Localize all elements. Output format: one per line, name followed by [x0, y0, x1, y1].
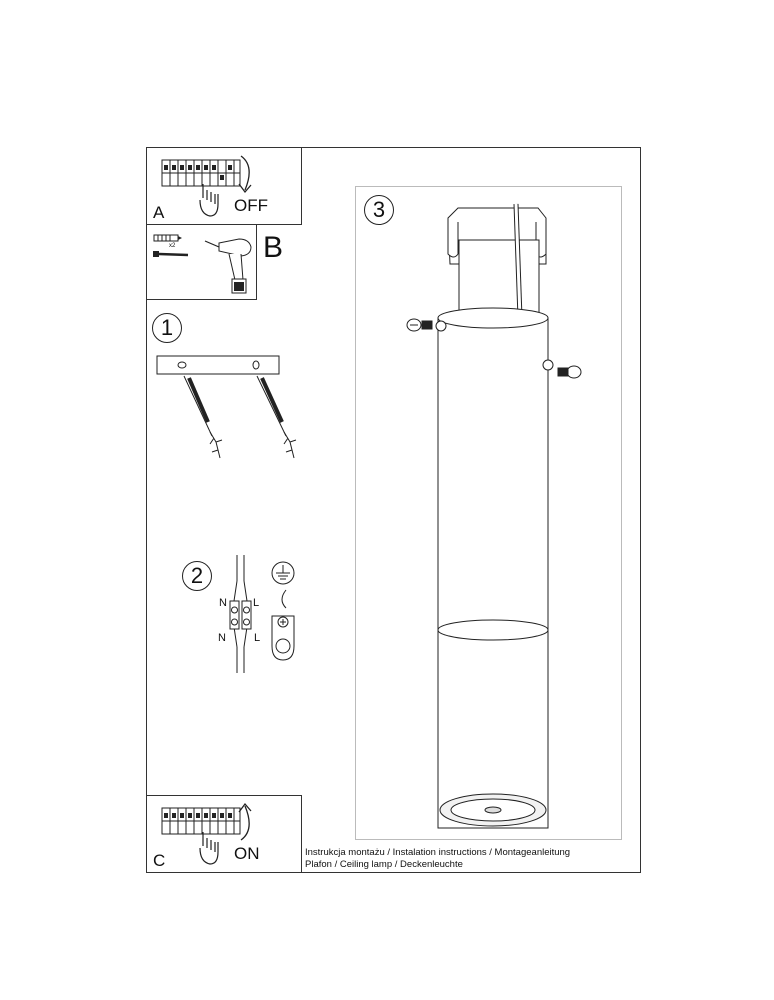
step-1-badge: 1	[152, 313, 182, 343]
arrow-icon	[238, 802, 252, 841]
ground-symbol-icon	[271, 561, 295, 661]
panel-a-letter: A	[153, 203, 165, 222]
off-label: OFF	[234, 196, 268, 215]
wire-l-bottom-label: L	[254, 632, 261, 644]
hand-icon	[199, 832, 219, 865]
panel-b-letter: B	[263, 231, 284, 264]
ceiling-plate-icon	[156, 355, 297, 459]
step-3-badge: 3	[364, 195, 394, 225]
caption-line-1: Instrukcja montażu / Instalation instruc…	[305, 847, 571, 858]
on-label: ON	[234, 844, 260, 863]
wire-l-top-label: L	[253, 597, 260, 609]
screw-icon	[153, 251, 189, 257]
panel-a: A OFF	[146, 147, 302, 225]
wire-n-top-label: N	[219, 597, 227, 609]
arrow-icon	[238, 155, 252, 194]
connector-block-icon	[229, 555, 252, 673]
instruction-sheet	[146, 147, 641, 873]
drill-icon	[204, 238, 252, 294]
lamp-icon	[406, 203, 582, 829]
quantity-label: x2	[169, 243, 176, 249]
wire-n-bottom-label: N	[218, 632, 226, 644]
caption-line-2: Plafon / Ceiling lamp / Deckenleuchte	[305, 859, 463, 870]
panel-b: x2 B	[146, 224, 283, 300]
panel-c: C ON	[146, 795, 302, 873]
fuse-box-icon	[161, 159, 241, 187]
panel-c-letter: C	[153, 851, 166, 870]
hand-icon	[199, 184, 219, 217]
step-2-badge: 2	[182, 561, 212, 591]
fuse-box-icon	[161, 807, 241, 835]
wall-plug-icon	[153, 234, 182, 242]
